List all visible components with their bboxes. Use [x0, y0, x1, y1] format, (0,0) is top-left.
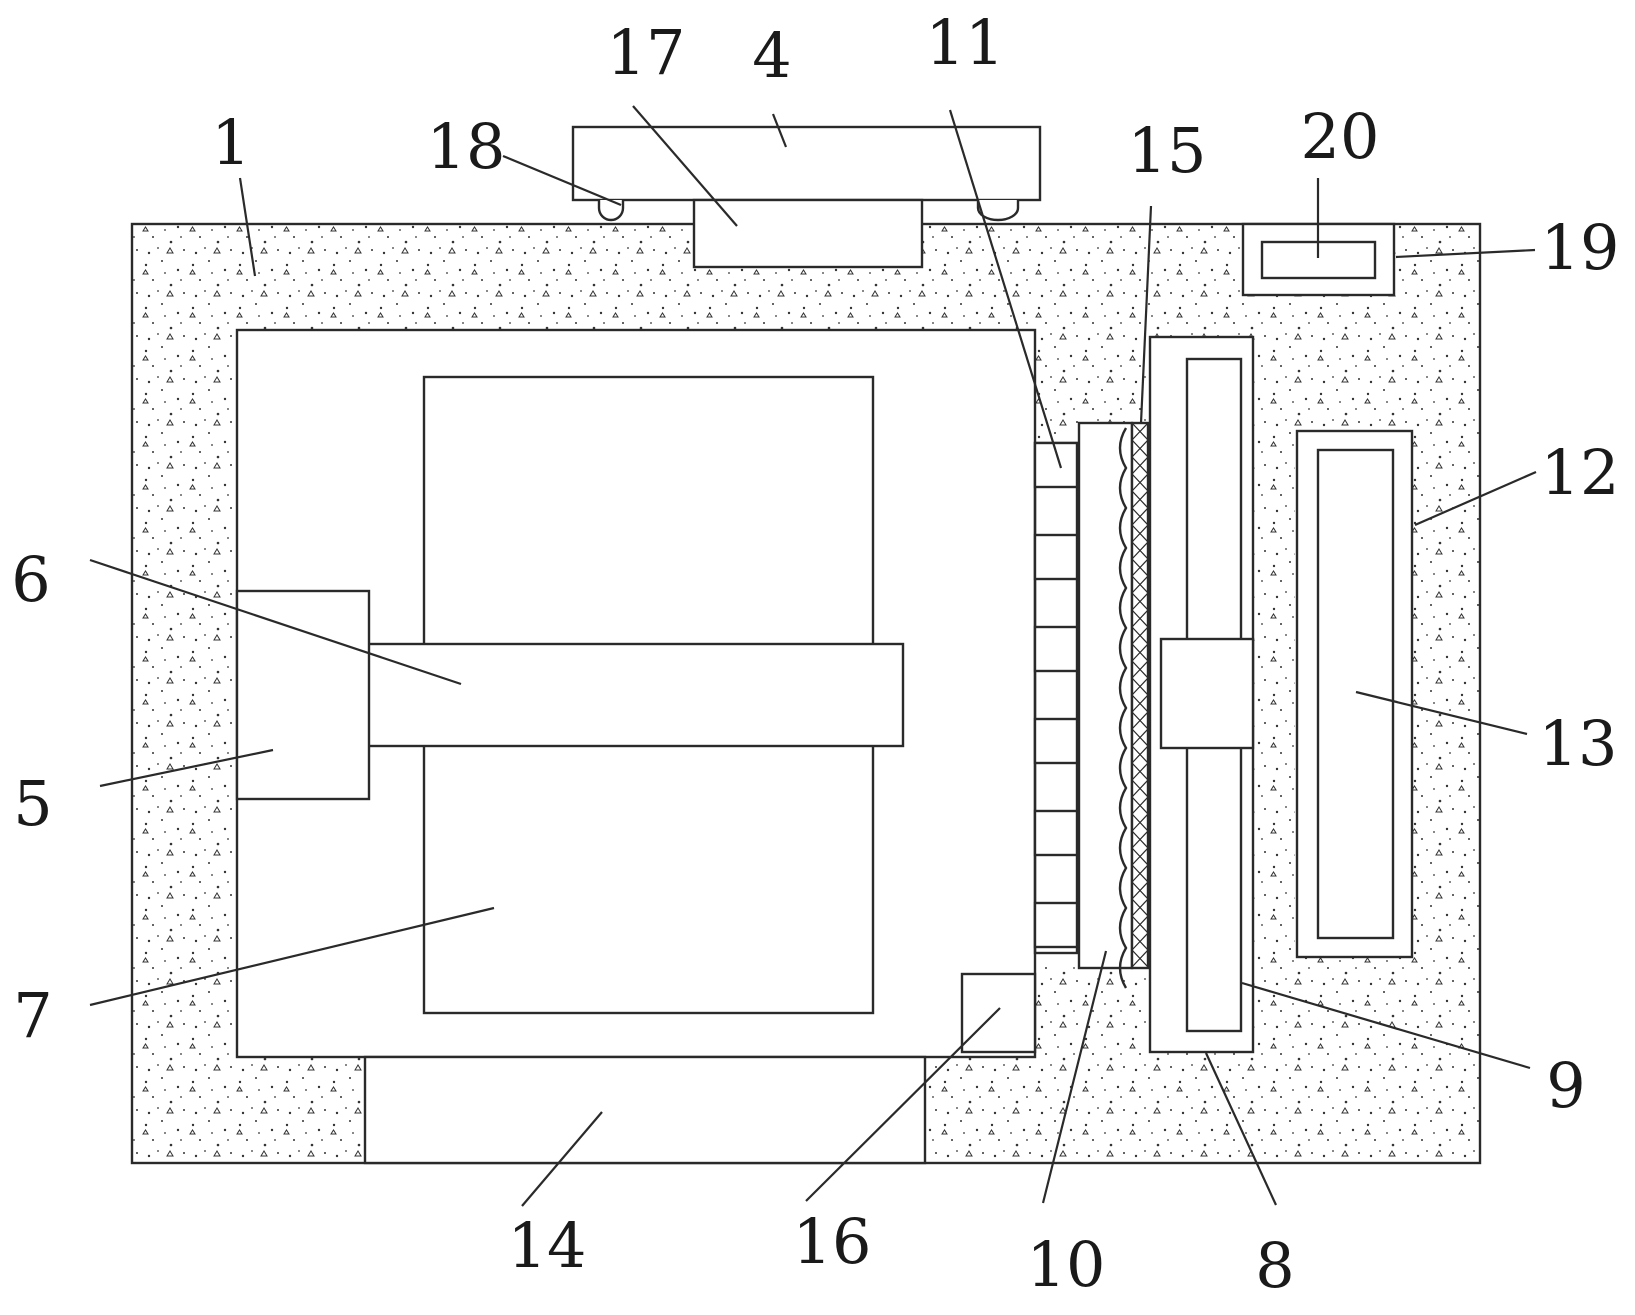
mesh-cross [1131, 932, 1149, 951]
mesh-cross [1131, 779, 1149, 798]
mesh-cross [1131, 898, 1149, 917]
vent-slot [1033, 441, 1079, 489]
mesh-strip [1130, 421, 1150, 970]
label-20: 20 [1301, 100, 1380, 173]
vent-slot [1033, 809, 1079, 857]
mesh-cross [1131, 575, 1149, 594]
label-10: 10 [1027, 1228, 1106, 1301]
motor-block [235, 589, 371, 801]
label-19: 19 [1541, 211, 1620, 284]
mesh-cross [1131, 847, 1149, 866]
vent-grille [1033, 441, 1079, 955]
mesh-cross [1131, 915, 1149, 934]
label-5: 5 [13, 767, 52, 840]
label-17: 17 [607, 16, 686, 89]
mesh-cross [1131, 762, 1149, 781]
mesh-cross [1131, 711, 1149, 730]
mesh-cross [1131, 456, 1149, 475]
label-6: 6 [11, 543, 50, 616]
mesh-cross [1131, 524, 1149, 543]
mesh-cross [1131, 643, 1149, 662]
mesh-cross [1131, 813, 1149, 832]
label-15: 15 [1128, 114, 1207, 187]
shaft [366, 642, 905, 748]
handle-block [692, 198, 924, 269]
mesh-cross [1131, 490, 1149, 509]
label-18: 18 [427, 110, 506, 183]
mesh-cross [1131, 507, 1149, 526]
left-foot [597, 200, 625, 222]
mesh-cross [1131, 473, 1149, 492]
leader-lines [89, 105, 1537, 1207]
label-16: 16 [793, 1205, 872, 1278]
label-11: 11 [926, 6, 1005, 79]
right-foot [976, 200, 1020, 222]
mesh-cross [1131, 609, 1149, 628]
bottom-base [363, 1055, 927, 1165]
label-8: 8 [1255, 1229, 1294, 1302]
mesh-cross [1131, 949, 1149, 968]
label-4: 4 [752, 19, 791, 92]
mesh-cross [1131, 422, 1149, 441]
label-14: 14 [508, 1209, 587, 1282]
mesh-cross [1131, 881, 1149, 900]
side-panel-window [1316, 448, 1395, 940]
vent-slot [1033, 717, 1079, 765]
mesh-cross [1131, 558, 1149, 577]
mesh-cross [1131, 694, 1149, 713]
filter-wave [1118, 427, 1128, 989]
mesh-cross [1131, 864, 1149, 883]
label-9: 9 [1546, 1049, 1585, 1122]
mesh-cross [1131, 592, 1149, 611]
small-box [960, 972, 1037, 1054]
vent-slot [1033, 533, 1079, 581]
mesh-cross [1131, 626, 1149, 645]
vent-slot [1033, 625, 1079, 673]
mesh-cross [1131, 439, 1149, 458]
mesh-cross [1131, 745, 1149, 764]
label-1: 1 [211, 106, 250, 179]
mesh-cross [1131, 660, 1149, 679]
mesh-cross [1131, 677, 1149, 696]
top-lid [571, 125, 1042, 202]
mesh-cross [1131, 830, 1149, 849]
fan-hub [1159, 637, 1255, 750]
label-7: 7 [13, 979, 52, 1052]
label-12: 12 [1541, 436, 1620, 509]
mesh-cross [1131, 796, 1149, 815]
vent-slot [1033, 901, 1079, 949]
label-13: 13 [1539, 707, 1618, 780]
mesh-cross [1131, 728, 1149, 747]
mesh-cross [1131, 541, 1149, 560]
